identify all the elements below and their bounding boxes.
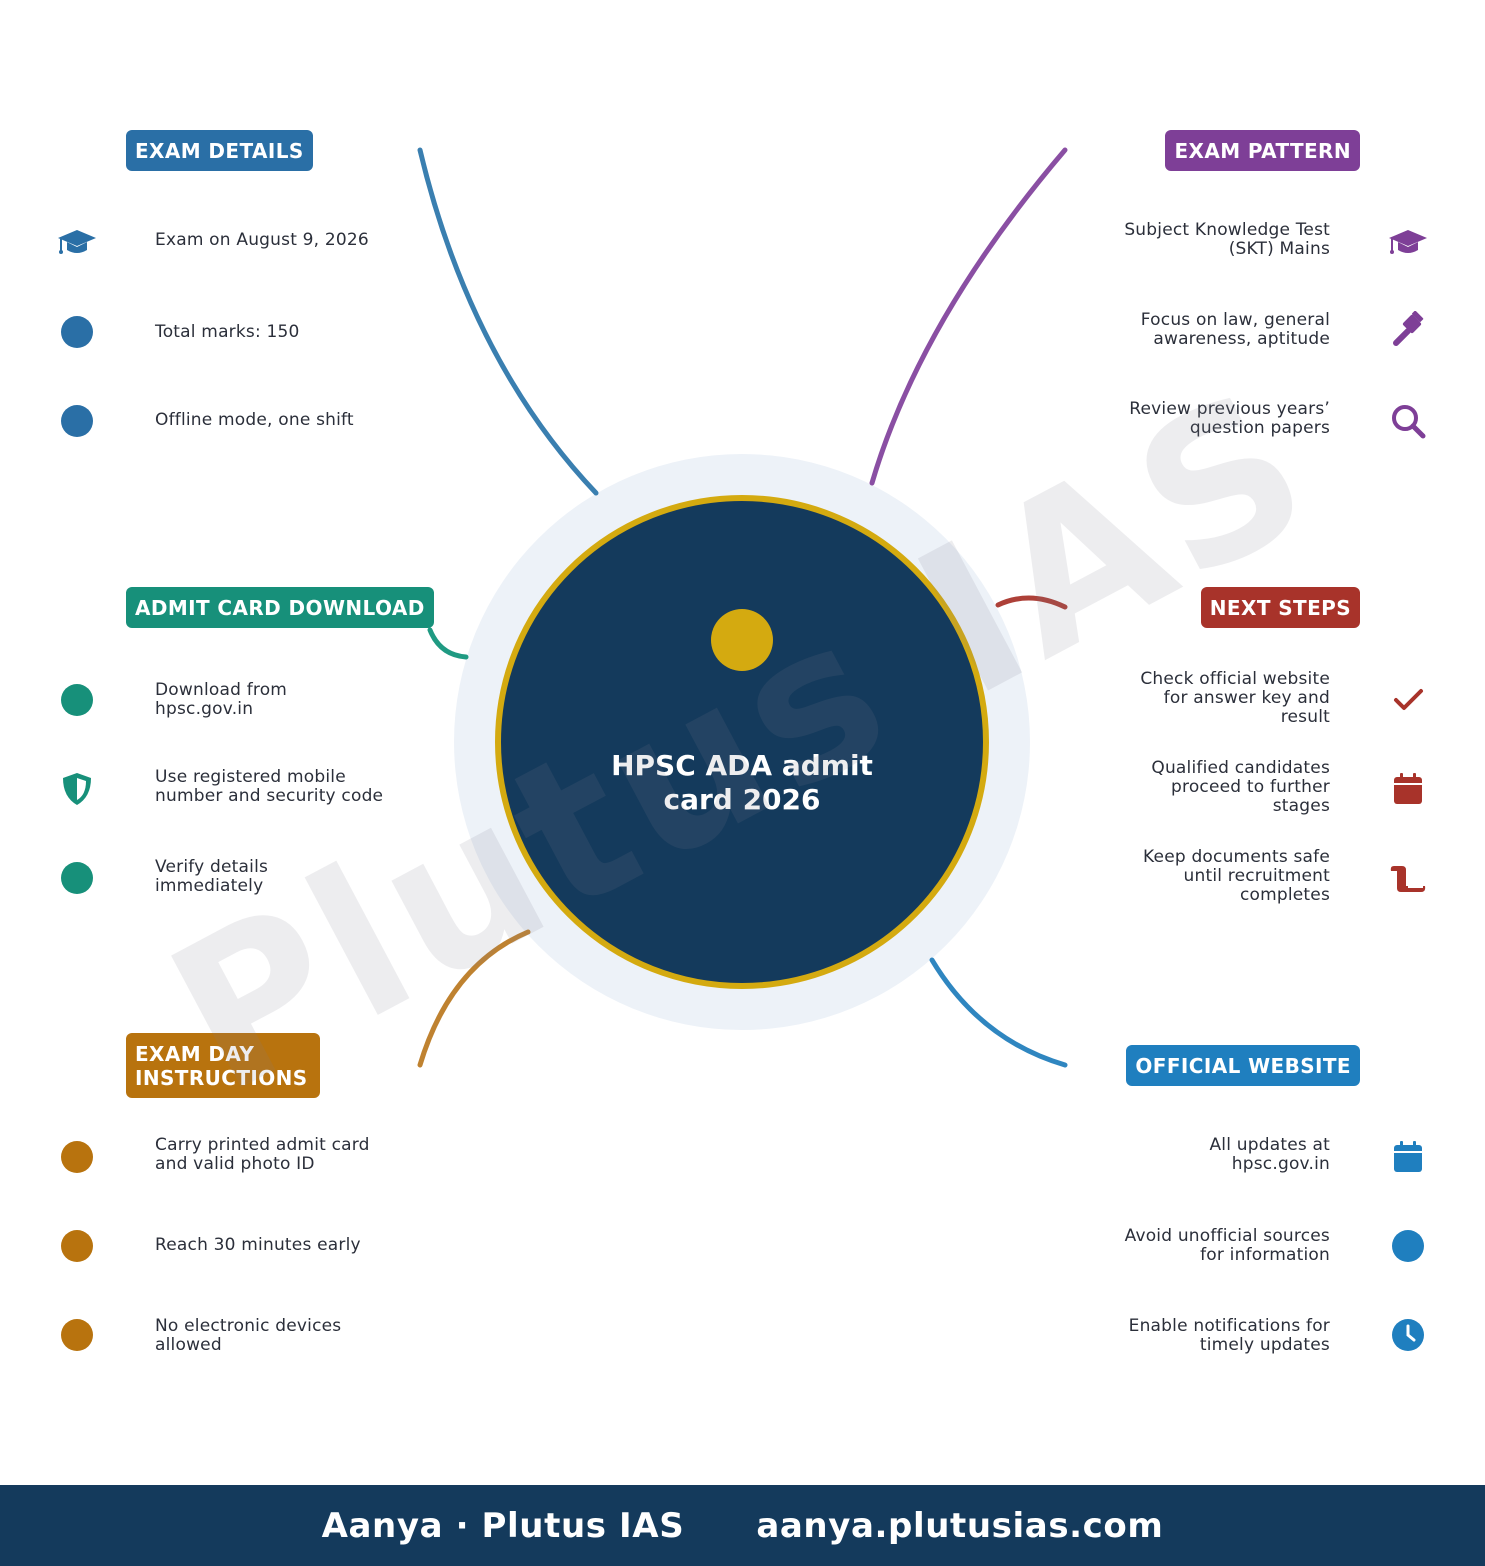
next-steps-item-2: Qualified candidates proceed to further … <box>1151 758 1330 816</box>
branch-official-website <box>929 957 1068 1068</box>
footer-brand: Aanya · Plutus IAS <box>321 1505 685 1546</box>
hub-circle <box>495 495 989 989</box>
footer-url[interactable]: aanya.plutusias.com <box>756 1505 1164 1546</box>
admit-card-item-3: Verify details immediately <box>155 857 269 896</box>
section-title-exam-day: EXAM DAY INSTRUCTIONS <box>126 1033 320 1098</box>
branch-exam-details <box>417 147 599 496</box>
official-website-item-3: Enable notifications for timely updates <box>1128 1316 1330 1355</box>
footer-bar: Aanya · Plutus IAS aanya.plutusias.com <box>0 1485 1485 1566</box>
section-title-next-steps: NEXT STEPS <box>1200 587 1360 628</box>
clock-icon <box>1388 1315 1428 1355</box>
hub-title: HPSC ADA admit card 2026 <box>611 749 873 816</box>
gavel-icon <box>1388 311 1428 351</box>
dot-icon <box>57 680 97 720</box>
dot-icon <box>57 401 97 441</box>
section-title-exam-pattern: EXAM PATTERN <box>1165 130 1360 171</box>
dot-icon <box>57 1137 97 1177</box>
branch-exam-day <box>417 929 531 1068</box>
exam-details-item-3: Offline mode, one shift <box>155 410 354 430</box>
official-website-item-2: Avoid unofficial sources for information <box>1124 1226 1330 1265</box>
shield-icon <box>57 769 97 809</box>
dot-icon <box>57 1315 97 1355</box>
exam-pattern-item-1: Subject Knowledge Test (SKT) Mains <box>1124 220 1330 259</box>
search-icon <box>1388 401 1428 441</box>
admit-card-item-2: Use registered mobile number and securit… <box>155 767 384 806</box>
exam-details-item-1: Exam on August 9, 2026 <box>155 230 369 250</box>
branch-admit-card <box>427 627 469 660</box>
hub-dot <box>711 609 773 671</box>
check-icon <box>1388 680 1428 720</box>
calendar-icon <box>1388 769 1428 809</box>
next-steps-item-1: Check official website for answer key an… <box>1140 669 1330 727</box>
dot-icon <box>57 312 97 352</box>
dot-icon <box>57 1226 97 1266</box>
graduation-cap-icon <box>57 221 97 261</box>
graduation-cap-icon <box>1388 221 1428 261</box>
section-title-exam-details: EXAM DETAILS <box>126 130 313 171</box>
branch-exam-pattern <box>869 147 1068 486</box>
scroll-icon <box>1388 858 1428 898</box>
exam-pattern-item-3: Review previous years’ question papers <box>1129 399 1330 438</box>
admit-card-item-1: Download from hpsc.gov.in <box>155 680 288 719</box>
exam-day-item-1: Carry printed admit card and valid photo… <box>155 1135 370 1174</box>
calendar-icon <box>1388 1137 1428 1177</box>
dot-icon <box>57 858 97 898</box>
exam-day-item-2: Reach 30 minutes early <box>155 1235 361 1255</box>
exam-day-item-3: No electronic devices allowed <box>155 1316 342 1355</box>
section-title-official-website: OFFICIAL WEBSITE <box>1126 1045 1360 1086</box>
branch-next-steps <box>995 595 1068 610</box>
official-website-item-1: All updates at hpsc.gov.in <box>1209 1135 1330 1174</box>
exam-details-item-2: Total marks: 150 <box>155 322 300 342</box>
dot-icon <box>1388 1226 1428 1266</box>
exam-pattern-item-2: Focus on law, general awareness, aptitud… <box>1140 310 1330 349</box>
next-steps-item-3: Keep documents safe until recruitment co… <box>1143 847 1330 905</box>
section-title-admit-card: ADMIT CARD DOWNLOAD <box>126 587 434 628</box>
